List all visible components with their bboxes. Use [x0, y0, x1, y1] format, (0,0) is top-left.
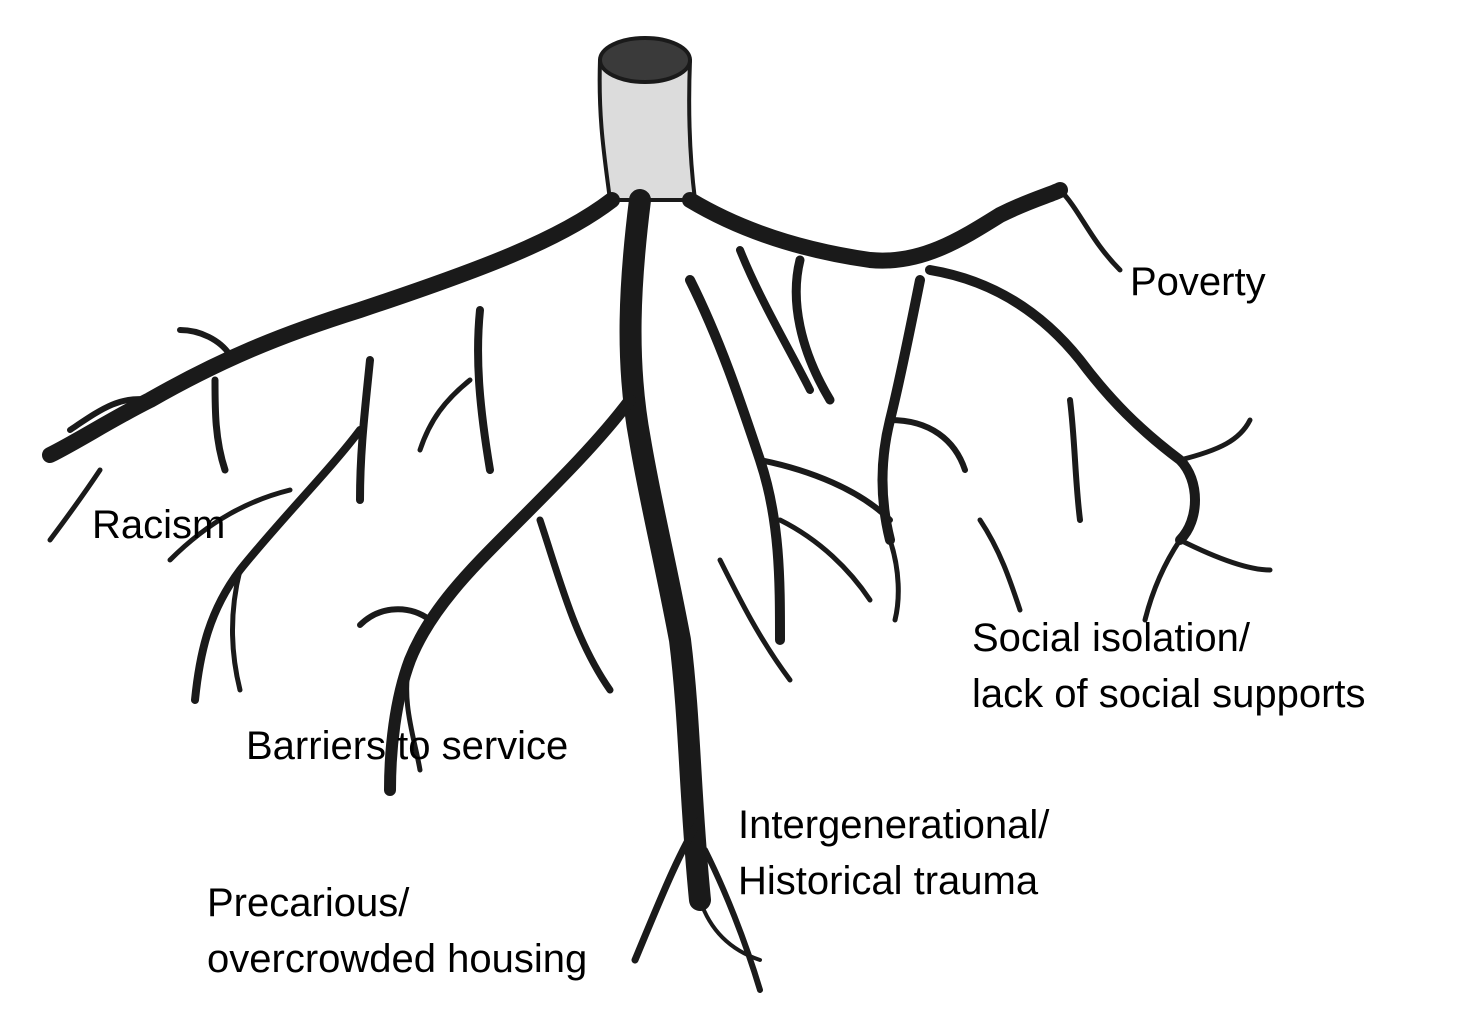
label-social-isolation-line-2: lack of social supports: [972, 666, 1366, 722]
label-poverty-line-1: Poverty: [1130, 254, 1266, 310]
label-racism-line-1: Racism: [92, 497, 225, 553]
label-barriers-to-service: Barriers to service: [246, 718, 568, 774]
label-barriers-line-1: Barriers to service: [246, 718, 568, 774]
label-social-isolation: Social isolation/ lack of social support…: [972, 610, 1366, 722]
label-housing: Precarious/ overcrowded housing: [207, 875, 587, 987]
trunk-cut: [600, 38, 690, 82]
label-housing-line-2: overcrowded housing: [207, 931, 587, 987]
root-taproot: [631, 200, 700, 900]
label-intergenerational-trauma: Intergenerational/ Historical trauma: [738, 797, 1049, 909]
label-intergenerational-line-1: Intergenerational/: [738, 797, 1049, 853]
label-intergenerational-line-2: Historical trauma: [738, 853, 1049, 909]
label-racism: Racism: [92, 497, 225, 553]
root-right-main: [690, 190, 1060, 261]
label-social-isolation-line-1: Social isolation/: [972, 610, 1366, 666]
label-housing-line-1: Precarious/: [207, 875, 587, 931]
label-poverty: Poverty: [1130, 254, 1266, 310]
root-left-main: [50, 200, 612, 455]
